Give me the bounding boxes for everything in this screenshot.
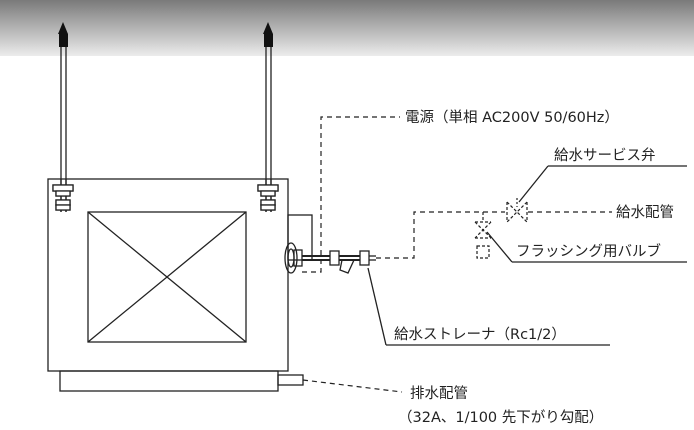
electrical-box [287, 214, 313, 261]
label-strainer: 給水ストレーナ（Rc1/2） [394, 326, 566, 343]
label-drain-pipe: 排水配管 [410, 385, 468, 402]
label-power: 電源（単相 AC200V 50/60Hz） [405, 109, 619, 126]
supply-pipe-line [376, 211, 505, 259]
label-service-valve: 給水サービス弁 [554, 147, 656, 164]
leader-service-valve [518, 165, 549, 203]
strainer [329, 250, 376, 274]
flushing-valve [474, 212, 492, 259]
ceiling-slab [0, 0, 694, 56]
power-cable [302, 116, 400, 273]
label-supply-pipe: 給水配管 [616, 204, 674, 221]
supply-connection [284, 242, 330, 274]
leader-flushing-valve [486, 231, 513, 263]
service-valve [506, 198, 528, 223]
leader-drain [302, 379, 403, 393]
label-drain-spec: （32A、1/100 先下がり勾配） [398, 409, 603, 426]
front-panel [87, 211, 247, 343]
drain-pan [59, 370, 304, 392]
leader-strainer [367, 267, 387, 346]
label-flushing-valve: フラッシング用バルブ [516, 242, 661, 260]
